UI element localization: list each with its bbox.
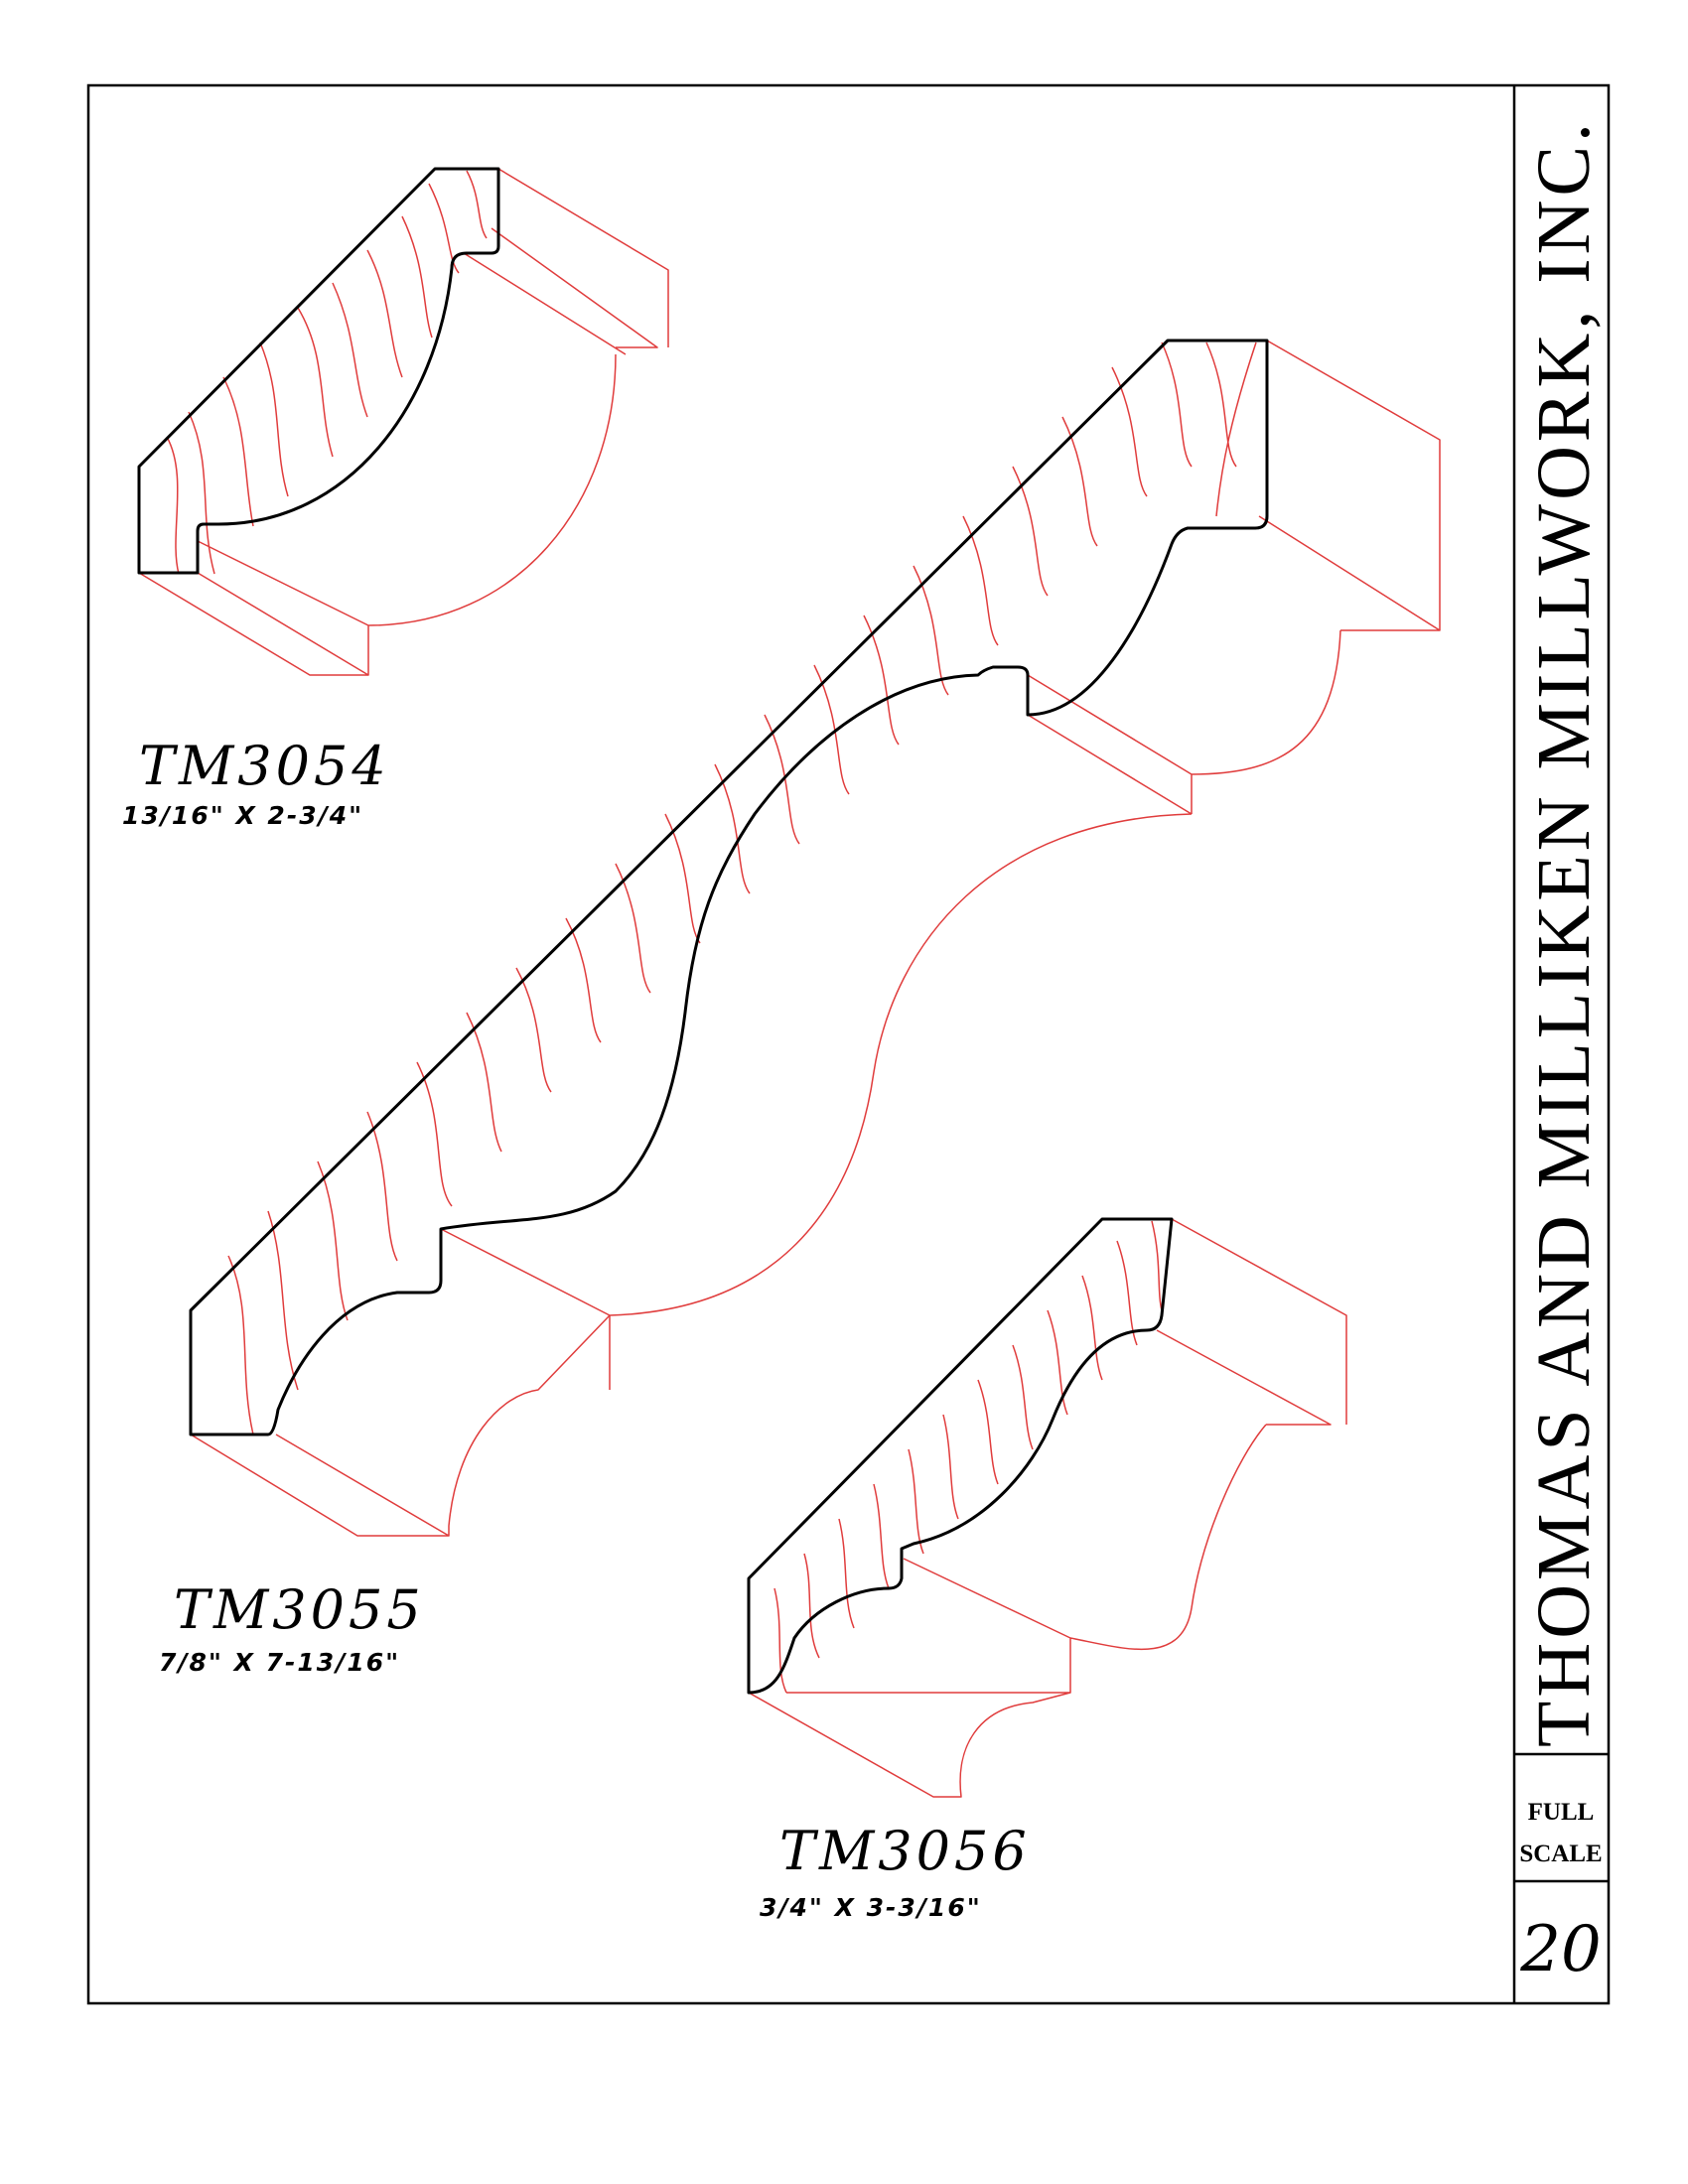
tm3055-extrusion	[190, 340, 1441, 1537]
company-name: THOMAS AND MILLIKEN MILLWORK, INC.	[1522, 119, 1606, 1747]
scale-label-scale: SCALE	[1519, 1841, 1602, 1867]
sheet-border	[86, 83, 1611, 2005]
tm3055-grain	[227, 341, 1257, 1435]
tm3055-dimensions: 7/8" X 7-13/16"	[159, 1648, 400, 1677]
tm3056-dimensions: 3/4" X 3-3/16"	[760, 1893, 982, 1922]
tm3054-dimensions: 13/16" X 2-3/4"	[122, 801, 363, 830]
tm3054-section-outline	[137, 167, 500, 575]
profile-drawing-tm3054	[137, 167, 669, 676]
tm3054-grain	[166, 170, 488, 575]
tm3055-section-outline	[189, 339, 1269, 1436]
tm3054-model-number: TM3054	[139, 735, 390, 797]
tm3056-grain	[774, 1220, 1163, 1694]
tm3056-model-number: TM3056	[779, 1820, 1031, 1882]
scale-label-full: FULL	[1528, 1799, 1595, 1826]
tm3055-model-number: TM3055	[174, 1578, 425, 1641]
tm3056-extrusion	[748, 1218, 1347, 1798]
tm3054-extrusion	[138, 168, 669, 676]
page-number: 20	[1519, 1913, 1601, 1986]
tm3056-section-outline	[747, 1217, 1174, 1695]
profile-drawing-tm3055	[189, 339, 1441, 1537]
profile-drawing-tm3056	[747, 1217, 1347, 1798]
